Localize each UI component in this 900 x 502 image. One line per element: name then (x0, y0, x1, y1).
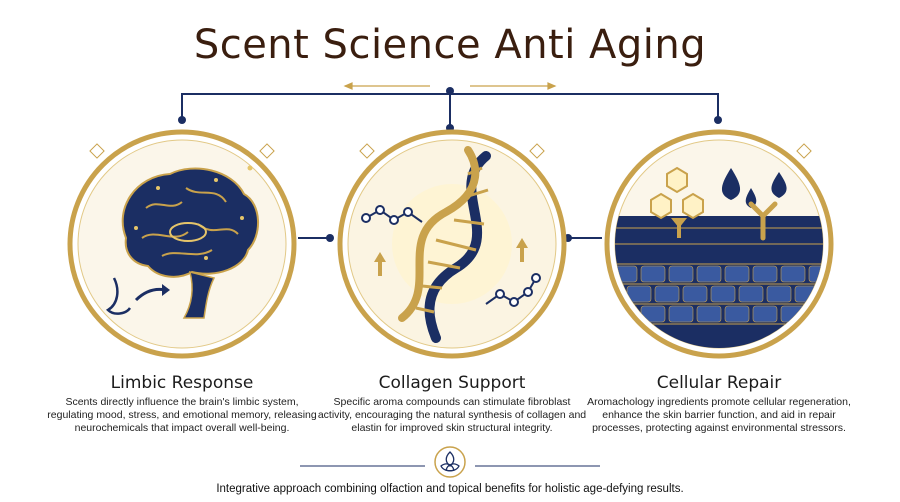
page-title: Scent Science Anti Aging (193, 22, 707, 68)
dna-helix-icon (337, 129, 567, 359)
panel-description: Aromachology ingredients promote cellula… (587, 396, 851, 434)
footer-summary: Integrative approach combining olfaction… (216, 483, 684, 495)
panel-description: Specific aroma compounds can stimulate f… (317, 396, 587, 434)
panel-heading: Cellular Repair (656, 373, 782, 393)
bottom-divider (200, 446, 700, 478)
panel-description: Scents directly influence the brain's li… (47, 396, 317, 434)
panel-heading: Collagen Support (378, 373, 526, 393)
flower-emblem-icon (440, 451, 460, 472)
brain-nose-icon (67, 129, 297, 359)
top-gold-arrows (343, 82, 557, 90)
top-bracket (181, 93, 719, 128)
panel-heading: Limbic Response (110, 373, 254, 393)
skin-cells-icon (604, 129, 834, 359)
